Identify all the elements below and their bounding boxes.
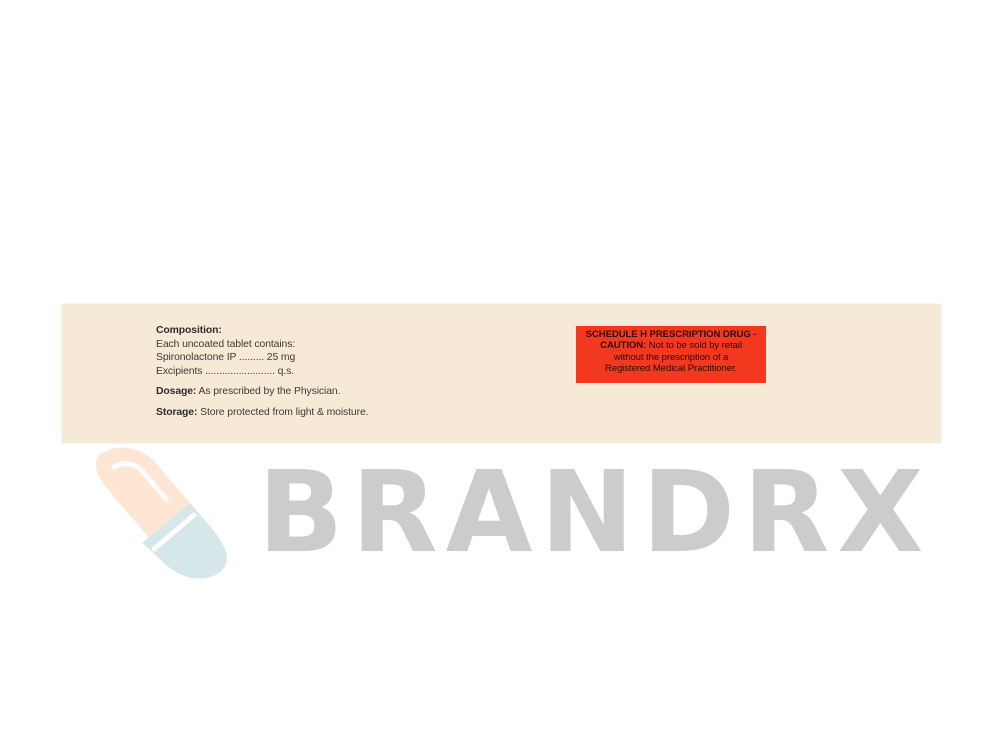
storage-line: Storage: Store protected from light & mo… <box>156 406 369 420</box>
warning-line-1: SCHEDULE H PRESCRIPTION DRUG - <box>585 329 757 340</box>
composition-heading: Composition: <box>156 325 222 336</box>
dosage-label: Dosage: <box>156 386 197 397</box>
storage-label: Storage: <box>156 406 198 418</box>
caution-text: Not to be sold by retail <box>646 340 742 352</box>
watermark-text: BRANDRX <box>258 448 932 578</box>
medicine-strip: Composition: Each uncoated tablet contai… <box>62 304 941 443</box>
composition-block: Composition: Each uncoated tablet contai… <box>156 324 369 420</box>
warning-line-2: CAUTION: Not to be sold by retail <box>576 340 766 351</box>
capsule-icon <box>95 447 227 579</box>
warning-line-3: without the prescription of a <box>613 351 729 363</box>
caution-label: CAUTION: <box>600 340 647 352</box>
warning-line-4: Registered Medical Practitioner. <box>604 363 738 375</box>
ingredient-excipients: Excipients ......................... q.s… <box>156 365 294 377</box>
storage-text: Store protected from light & moisture. <box>197 406 369 418</box>
dosage-line: Dosage: As prescribed by the Physician. <box>156 385 368 399</box>
composition-intro: Each uncoated tablet contains: <box>156 338 296 350</box>
brand-watermark: BRANDRX <box>62 445 924 585</box>
schedule-h-warning-box: SCHEDULE H PRESCRIPTION DRUG - CAUTION: … <box>576 326 766 383</box>
ingredient-active: Spironolactone IP ......... 25 mg <box>156 352 296 363</box>
dosage-text: As prescribed by the Physician. <box>196 386 341 397</box>
